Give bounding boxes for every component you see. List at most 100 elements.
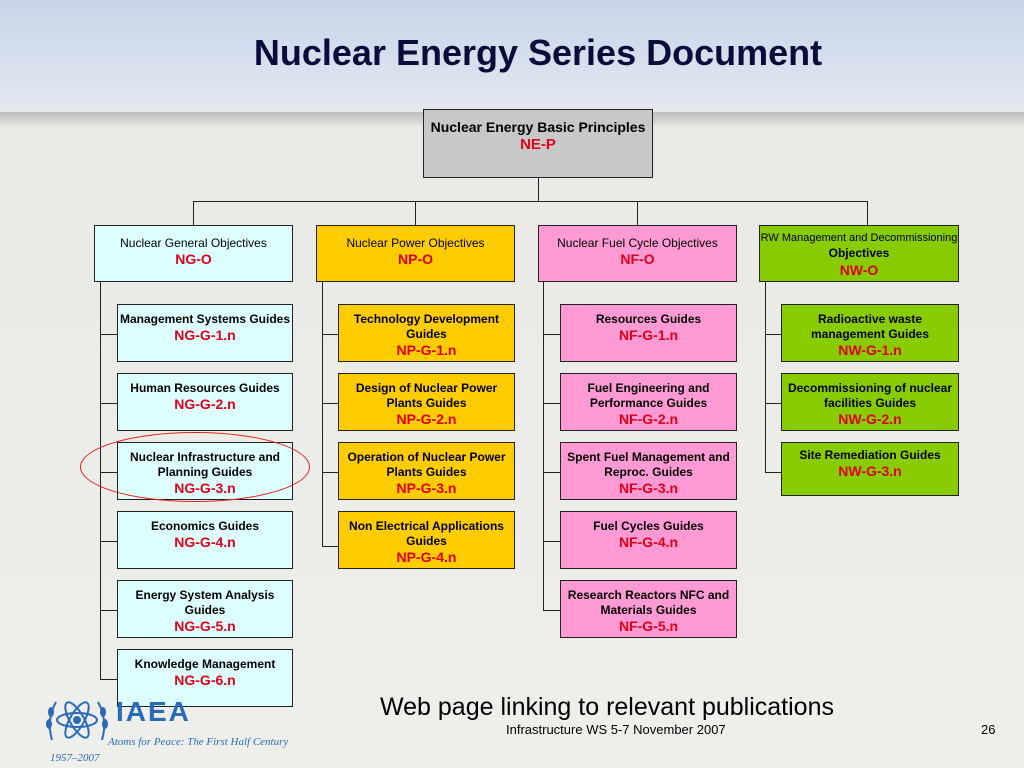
node-label: Human Resources Guides [130,381,280,395]
node-label: Knowledge Management [134,657,276,671]
root-node: Nuclear Energy Basic Principles NE-P [423,109,653,178]
guide-np-g-3: Operation of Nuclear Power Plants Guides… [338,442,515,500]
guide-nf-g-5: Research Reactors NFC and Materials Guid… [560,580,737,638]
page-title: Nuclear Energy Series Document [253,32,823,73]
node-label: Nuclear Energy Basic Principles [430,119,646,135]
connector [867,201,868,225]
guide-nw-g-3: Site Remediation Guides NW-G-3.n [781,442,959,496]
guide-nf-g-3: Spent Fuel Management and Reproc. Guides… [560,442,737,500]
connector [637,201,638,225]
category-fuel: Nuclear Fuel Cycle Objectives NF-O [538,225,737,282]
category-general: Nuclear General Objectives NG-O [94,225,293,282]
category-power: Nuclear Power Objectives NP-O [316,225,515,282]
logo-org: IAEA [116,696,191,727]
node-code: NG-G-4.n [174,534,236,550]
guide-nw-g-1: Radioactive waste management Guides NW-G… [781,304,959,362]
node-code: NP-G-3.n [396,480,457,496]
node-code: NP-G-2.n [396,411,457,427]
connector [543,541,561,542]
node-code: NF-G-3.n [618,480,679,496]
node-code: NF-G-4.n [618,534,679,550]
guide-nf-g-2: Fuel Engineering and Performance Guides … [560,373,737,431]
connector [100,541,118,542]
guide-ng-g-1: Management Systems Guides NG-G-1.n [117,304,293,362]
node-label: Spent Fuel Management and Reproc. Guides [567,450,730,479]
connector [765,403,782,404]
node-code: NF-O [620,251,655,267]
connector [100,403,118,404]
node-label: Resources Guides [595,312,702,326]
connector [543,334,561,335]
guide-ng-g-6: Knowledge Management NG-G-6.n [117,649,293,707]
node-label: Operation of Nuclear Power Plants Guides [347,450,506,479]
connector [100,610,118,611]
connector [322,282,323,547]
node-code: NP-G-4.n [396,549,457,565]
node-label: Nuclear General Objectives [120,236,267,250]
node-code: NP-O [398,251,433,267]
node-label: Research Reactors NFC and Materials Guid… [567,588,730,617]
node-label: Management Systems Guides [119,312,291,326]
page-number: 26 [981,722,996,737]
node-label: Energy System Analysis Guides [135,588,275,617]
node-code: NW-G-1.n [838,342,902,358]
node-label: Economics Guides [150,519,260,533]
connector [322,334,339,335]
guide-np-g-1: Technology Development Guides NP-G-1.n [338,304,515,362]
connector [543,282,544,610]
connector [543,403,561,404]
node-label: Nuclear Power Objectives [346,236,485,250]
node-code: NW-O [839,262,879,278]
connector [765,472,782,473]
node-code: NP-G-1.n [396,342,457,358]
node-label: Decommissioning of nuclear facilities Gu… [787,381,953,410]
node-label: Radioactive waste management Guides [810,312,930,341]
logo-years: 1957–2007 [50,752,100,764]
node-label: RW Management and Decommissioning Object… [760,232,958,260]
iaea-logo: IAEA Atoms for Peace: The First Half Cen… [38,688,318,768]
web-link-caption: Web page linking to relevant publication… [380,693,834,721]
node-code: NW-G-2.n [838,411,902,427]
node-code: NF-G-2.n [618,411,679,427]
node-label: Technology Development Guides [353,312,500,341]
connector [543,610,561,611]
connector [538,178,539,201]
node-code: NG-O [175,251,212,267]
guide-ng-g-4: Economics Guides NG-G-4.n [117,511,293,569]
node-label: Design of Nuclear Power Plants Guides [355,381,498,410]
node-code: NG-G-6.n [174,672,236,688]
connector [322,403,339,404]
logo-tagline: Atoms for Peace: The First Half Century [108,736,289,748]
node-code: NE-P [520,136,556,153]
connector [322,546,339,547]
category-waste: RW Management and Decommissioning Object… [759,225,959,282]
guide-ng-g-5: Energy System Analysis Guides NG-G-5.n [117,580,293,638]
node-code: NG-G-5.n [174,618,236,634]
guide-ng-g-2: Human Resources Guides NG-G-2.n [117,373,293,431]
highlight-circle [80,432,310,502]
node-code: NF-G-1.n [618,327,679,343]
guide-np-g-4: Non Electrical Applications Guides NP-G-… [338,511,515,569]
connector [100,679,118,680]
node-code: NF-G-5.n [618,618,679,634]
node-code: NW-G-3.n [838,463,902,479]
node-label: Nuclear Fuel Cycle Objectives [557,236,718,250]
node-code: NG-G-1.n [174,327,236,343]
connector [322,472,339,473]
guide-np-g-2: Design of Nuclear Power Plants Guides NP… [338,373,515,431]
connector [193,201,194,225]
guide-nw-g-2: Decommissioning of nuclear facilities Gu… [781,373,959,431]
connector [765,282,766,472]
connector [100,334,118,335]
node-label: Fuel Cycles Guides [593,519,704,533]
node-label: Fuel Engineering and Performance Guides [587,381,710,410]
connector [765,334,782,335]
guide-nf-g-4: Fuel Cycles Guides NF-G-4.n [560,511,737,569]
footer-text: Infrastructure WS 5-7 November 2007 [506,722,726,737]
connector [543,472,561,473]
iaea-emblem-icon [46,701,108,741]
node-label: Non Electrical Applications Guides [349,519,504,548]
connector [415,201,416,225]
guide-nf-g-1: Resources Guides NF-G-1.n [560,304,737,362]
connector [193,201,868,202]
